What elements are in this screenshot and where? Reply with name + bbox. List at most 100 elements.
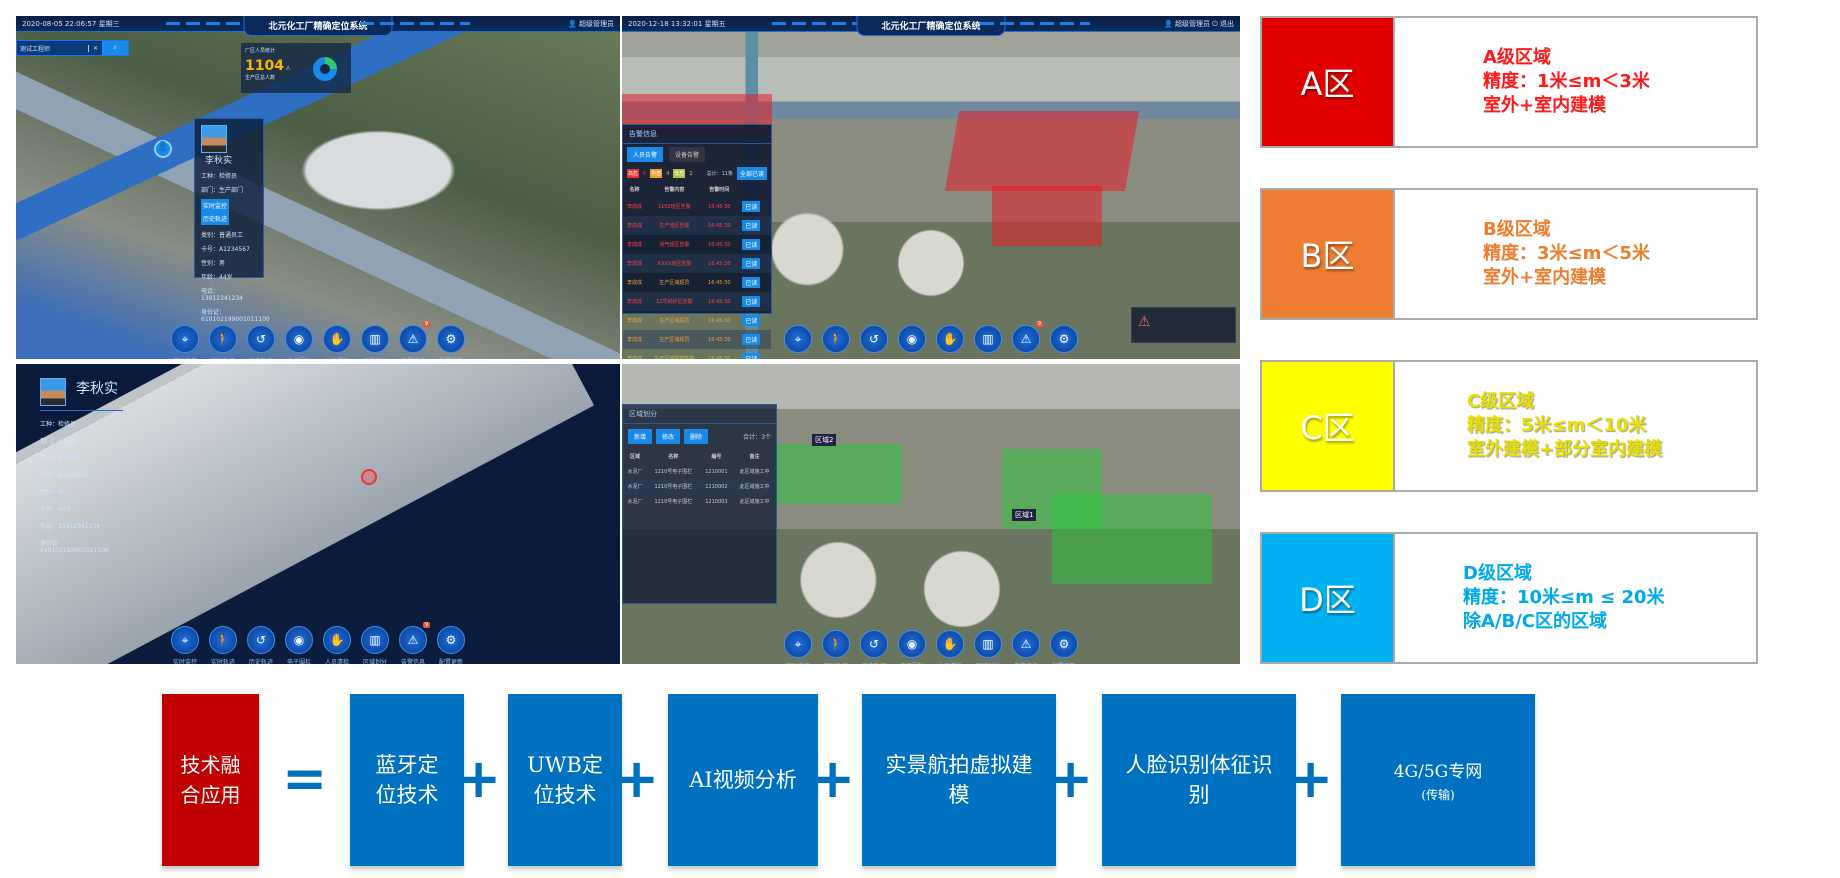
person-marker-icon[interactable]: 👤 [154, 140, 172, 158]
function-toolbar: ⌖实时监控 🚶实时轨迹 ↺历史轨迹 ◉电子围栏 ✋人员清检 ▥区域划分 ⚠告警信息9⚙配置更… [171, 321, 465, 359]
column-header: 名称 [668, 454, 679, 460]
region-cell: 1210号电子围栏 [654, 469, 693, 475]
region-cell: 此区域施工中 [739, 499, 770, 505]
search-icon[interactable]: ⌕ [102, 41, 128, 55]
alarm-time: 16:45:30 [702, 330, 736, 349]
toolbar-button-warning[interactable]: ⚠告警信息 [1012, 630, 1040, 664]
edit-button[interactable]: 修改 [656, 429, 681, 444]
toolbar-button-walking-person[interactable]: 🚶实时轨迹 [822, 630, 850, 664]
mark-read-button[interactable]: 已读 [742, 201, 761, 212]
toolbar-button-location-pin[interactable]: ⌖实时监控 [784, 630, 812, 664]
toolbar-button-history[interactable]: ↺ [860, 325, 888, 353]
mark-read-button[interactable]: 已读 [742, 334, 761, 345]
warning-icon: ⚠ [1020, 332, 1032, 346]
toolbar-button-hand[interactable]: ✋人员清检 [323, 325, 351, 359]
zone-label[interactable]: 区域1 [1012, 509, 1037, 521]
toolbar-button-location-pin[interactable]: ⌖实时监控 [171, 626, 199, 664]
mark-read-button[interactable]: 已读 [742, 296, 761, 307]
mark-read-button[interactable]: 已读 [742, 239, 761, 250]
alarm-name: 李成成 [623, 254, 646, 273]
warning-icon: ⚠ [1138, 314, 1151, 330]
toolbar-button-walking-person[interactable]: 🚶实时轨迹 [209, 626, 237, 664]
clear-icon[interactable]: ✕ [87, 44, 102, 52]
alarm-content: 生产区域脱岗告警 [654, 356, 695, 359]
toolbar-label: 配置更新 [438, 659, 463, 664]
read-all-button[interactable]: 全部已读 [736, 167, 767, 180]
toolbar-button-hand[interactable]: ✋人员清检 [323, 626, 351, 664]
toolbar-button-gear[interactable]: ⚙ [1050, 325, 1078, 353]
toolbar-label: 人员清检 [938, 661, 962, 664]
tab-device-alarm[interactable]: 设备告警 [669, 147, 706, 162]
toolbar-button-fence[interactable]: ◉电子围栏 [898, 630, 926, 664]
tech-label: UWB定位技术 [527, 753, 603, 807]
toolbar-button-location-pin[interactable]: ⌖实时监控 [171, 325, 199, 359]
add-button[interactable]: 新增 [628, 429, 653, 444]
alarm-name: 李成成 [623, 216, 646, 235]
toolbar-button-fence[interactable]: ◉电子围栏 [285, 626, 313, 664]
walking-person-icon: 🚶 [828, 637, 844, 651]
toolbar-button-fence[interactable]: ◉电子围栏 [285, 325, 313, 359]
user-menu[interactable]: 👤 超级管理员 [1164, 19, 1210, 28]
count-unit: 人 [285, 66, 291, 72]
logout-button[interactable]: ⏻ 退出 [1212, 19, 1234, 28]
toolbar-button-hand[interactable]: ✋人员清检 [936, 630, 964, 664]
toolbar-label: 实时轨迹 [210, 659, 235, 664]
toolbar-button-map[interactable]: ▥区域划分 [361, 325, 389, 359]
toolbar-label: 历史轨迹 [249, 356, 273, 359]
toolbar-button-history[interactable]: ↺历史轨迹 [860, 630, 888, 664]
person-location-marker[interactable] [361, 469, 377, 485]
mid-count: 4 [666, 170, 670, 177]
history-track-button[interactable]: 历史轨迹 [201, 212, 230, 225]
realtime-monitor-button[interactable]: 实时监控 [201, 199, 230, 212]
mark-read-button[interactable]: 已读 [742, 353, 761, 359]
toolbar-button-history[interactable]: ↺历史轨迹 [247, 626, 275, 664]
toolbar-button-gear[interactable]: ⚙配置更新 [1050, 630, 1078, 664]
delete-button[interactable]: 删除 [684, 429, 709, 444]
tab-person-alarm[interactable]: 人员告警 [627, 147, 664, 162]
toolbar-button-walking-person[interactable]: 🚶实时轨迹 [209, 325, 237, 359]
mark-read-button[interactable]: 已读 [742, 258, 761, 269]
toolbar-label: 区域划分 [363, 356, 387, 359]
grade-scope: 室外建模+部分室内建模 [1467, 439, 1663, 460]
alarm-content: 生产区域超员 [645, 330, 703, 349]
toolbar-button-history[interactable]: ↺历史轨迹 [247, 325, 275, 359]
alarm-name: 李成成 [626, 242, 642, 248]
mark-read-button[interactable]: 已读 [742, 220, 761, 231]
user-menu[interactable]: 👤 超级管理员 [568, 19, 614, 28]
warning-popup[interactable]: ⚠ [1131, 307, 1236, 343]
toolbar-button-map[interactable]: ▥ [974, 325, 1002, 353]
toolbar-button-map[interactable]: ▥区域划分 [361, 626, 389, 664]
toolbar-button-location-pin[interactable]: ⌖ [784, 325, 812, 353]
low-count: 2 [689, 170, 693, 177]
zone-label[interactable]: 区域2 [812, 434, 837, 446]
toolbar-button-gear[interactable]: ⚙配置更新 [437, 626, 465, 664]
gear-icon: ⚙ [1058, 332, 1070, 346]
hand-icon: ✋ [329, 633, 345, 647]
map-icon: ▥ [369, 633, 381, 647]
toolbar-button-hand[interactable]: ✋ [936, 325, 964, 353]
grade-scope: 室外+室内建模 [1483, 267, 1607, 288]
search-box[interactable]: 测试工程师 ✕ ⌕ [16, 40, 129, 56]
toolbar-button-map[interactable]: ▥区域划分 [974, 630, 1002, 664]
mark-read-button[interactable]: 已读 [742, 277, 761, 288]
search-input[interactable]: 测试工程师 [20, 45, 51, 53]
toolbar-button-warning[interactable]: ⚠9 [1012, 321, 1043, 353]
toolbar-button-walking-person[interactable]: 🚶 [822, 325, 850, 353]
walking-person-icon: 🚶 [215, 332, 231, 346]
region-cell: 1210003 [705, 498, 728, 505]
mark-read-button[interactable]: 已读 [742, 315, 761, 326]
toolbar-button-fence[interactable]: ◉ [898, 325, 926, 353]
region-cell: 1210号电子围栏 [647, 479, 700, 494]
toolbar-button-gear[interactable]: ⚙配置更新 [437, 325, 465, 359]
grade-badge: B区 [1262, 190, 1395, 318]
